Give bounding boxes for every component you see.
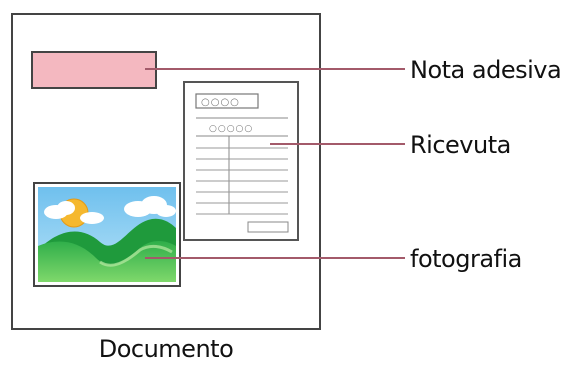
cloud-icon [124, 196, 176, 217]
photo [33, 182, 181, 287]
receipt-total-box [247, 221, 289, 233]
receipt-header-box [195, 93, 259, 109]
document-label: Documento [99, 335, 234, 363]
receipt-header-glyphs: ○○○○ [201, 97, 240, 108]
cloud-icon [44, 201, 104, 224]
hill-highlight [99, 244, 173, 267]
sticky-note [31, 51, 157, 89]
sticky-note-label: Nota adesiva [410, 56, 561, 84]
hill-front [38, 241, 176, 282]
photo-label: fotografia [410, 245, 522, 273]
receipt-label: Ricevuta [410, 131, 511, 159]
receipt-row-glyphs: ○○○○○ [209, 124, 253, 134]
receipt: ○○○○ ○○○○○ [183, 81, 299, 241]
